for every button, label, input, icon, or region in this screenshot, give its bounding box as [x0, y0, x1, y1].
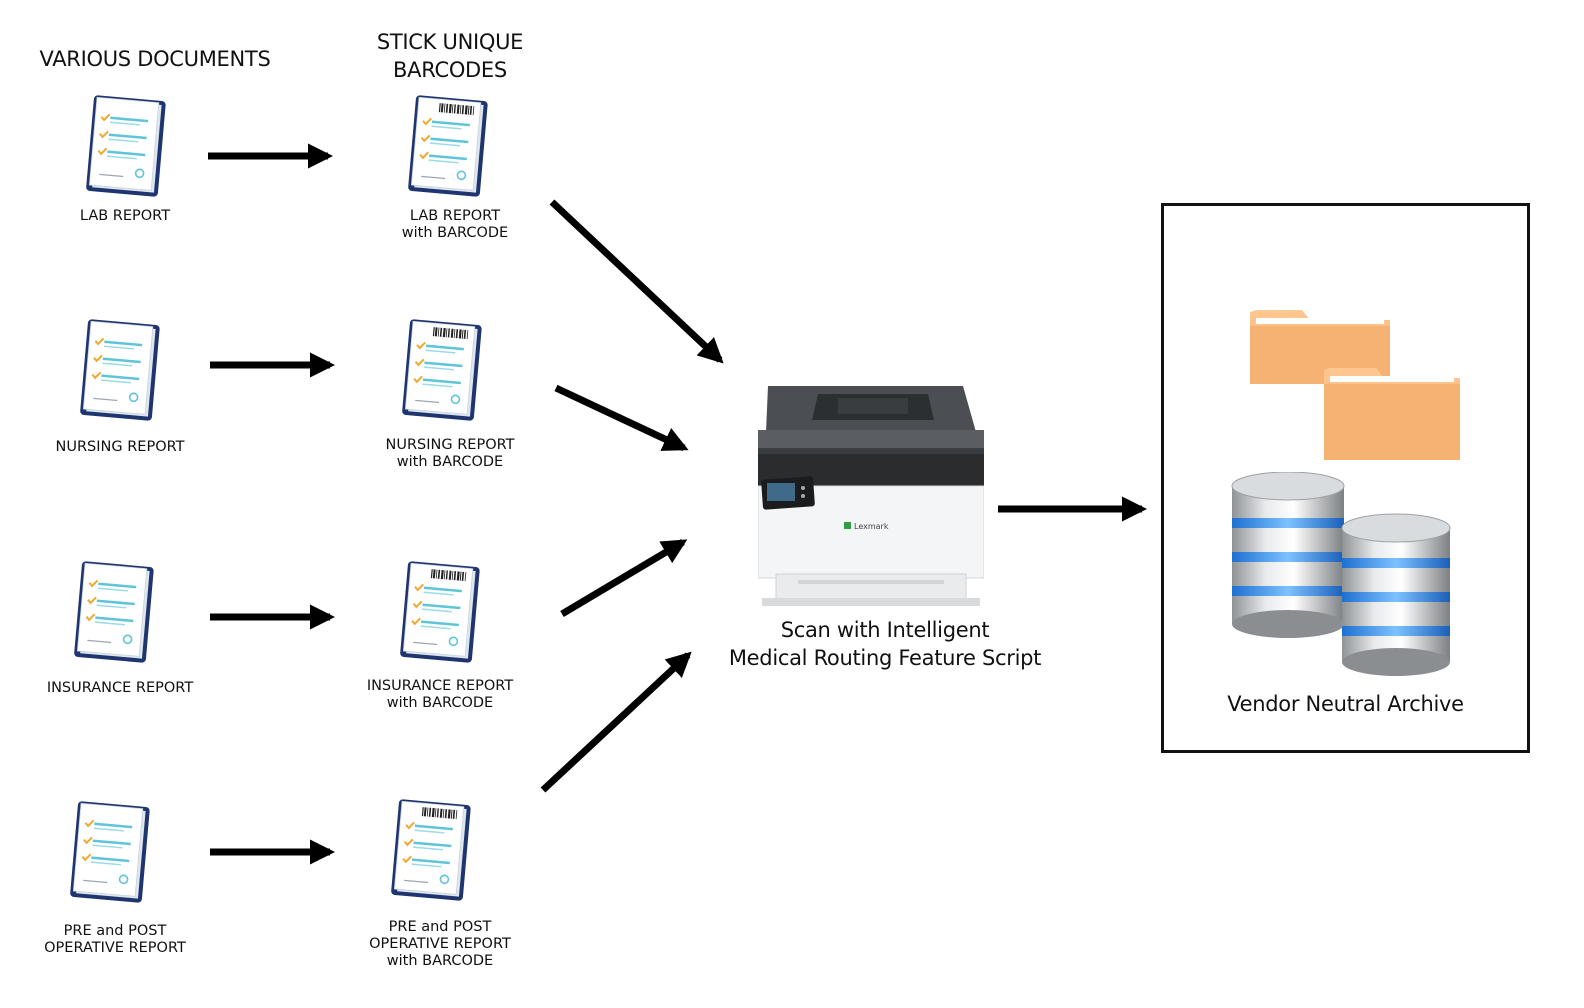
- insurance-report-barcode-document-icon: [392, 556, 488, 666]
- scanner-label-line2: Medical Routing Feature Script: [728, 646, 1042, 670]
- preop-report-barcode-label: PRE and POST OPERATIVE REPORT with BARCO…: [340, 919, 540, 970]
- folder-icon: [1324, 368, 1460, 460]
- nursing-report-label-line1: NURSING REPORT: [55, 439, 185, 455]
- archive-label: Vendor Neutral Archive: [1227, 692, 1464, 716]
- insurance-report-barcode-label: INSURANCE REPORT with BARCODE: [340, 678, 540, 712]
- nursing-report-barcode-label-line2: with BARCODE: [396, 454, 504, 470]
- folders-group: [1250, 310, 1460, 460]
- nursing-report-barcode-document-icon: [394, 314, 490, 424]
- insurance-report-label: INSURANCE REPORT: [20, 680, 220, 697]
- stick-barcodes-header-line1: STICK UNIQUE: [376, 30, 524, 54]
- lab-report-document-icon: [78, 90, 174, 200]
- arrow-nursing-barcode-to-scanner: [554, 384, 689, 452]
- insurance-report-document-icon: [66, 556, 162, 666]
- stick-barcodes-header: STICK UNIQUE BARCODES: [360, 28, 540, 84]
- databases-group: [1231, 472, 1451, 676]
- preop-report-barcode-document-icon: [383, 794, 479, 904]
- stick-barcodes-header-line2: BARCODES: [393, 58, 507, 82]
- scanner-brand-text: Lexmark: [854, 522, 889, 531]
- preop-report-label-line2: OPERATIVE REPORT: [44, 940, 186, 956]
- various-documents-header: VARIOUS DOCUMENTS: [39, 47, 271, 71]
- nursing-report-barcode-label: NURSING REPORT with BARCODE: [355, 437, 545, 471]
- lab-report-label: LAB REPORT: [40, 208, 210, 225]
- lab-report-label-line1: LAB REPORT: [79, 208, 171, 224]
- insurance-report-barcode-label-line2: with BARCODE: [386, 695, 494, 711]
- preop-report-document-icon: [62, 796, 158, 906]
- lab-report-barcode-label-line2: with BARCODE: [401, 225, 509, 241]
- preop-report-barcode-label-line2: OPERATIVE REPORT: [369, 936, 511, 952]
- multifunction-printer-icon: Lexmark: [758, 386, 984, 606]
- insurance-report-barcode-label-line1: INSURANCE REPORT: [366, 678, 514, 694]
- vendor-neutral-archive-box: [1161, 203, 1530, 753]
- database-icon: [1341, 513, 1451, 676]
- database-icon: [1231, 472, 1345, 638]
- scanner-label-line1: Scan with Intelligent: [780, 618, 990, 642]
- preop-report-label-line1: PRE and POST: [63, 923, 167, 939]
- arrow-insurance-barcode-to-scanner: [560, 538, 688, 618]
- insurance-report-label-line1: INSURANCE REPORT: [46, 680, 194, 696]
- arrow-preop-barcode-to-scanner: [540, 651, 692, 793]
- preop-report-barcode-label-line1: PRE and POST: [388, 919, 492, 935]
- arrow-lab-barcode-to-scanner: [549, 199, 724, 364]
- nursing-report-barcode-label-line1: NURSING REPORT: [385, 437, 515, 453]
- preop-report-label: PRE and POST OPERATIVE REPORT: [15, 923, 215, 957]
- nursing-report-document-icon: [72, 314, 168, 424]
- lab-report-barcode-label: LAB REPORT with BARCODE: [365, 208, 545, 242]
- nursing-report-label: NURSING REPORT: [30, 439, 210, 456]
- scanner-label: Scan with Intelligent Medical Routing Fe…: [700, 616, 1070, 672]
- lab-report-barcode-document-icon: [400, 90, 496, 200]
- lab-report-barcode-label-line1: LAB REPORT: [409, 208, 501, 224]
- folder-icon: [1250, 310, 1390, 384]
- preop-report-barcode-label-line3: with BARCODE: [386, 953, 494, 969]
